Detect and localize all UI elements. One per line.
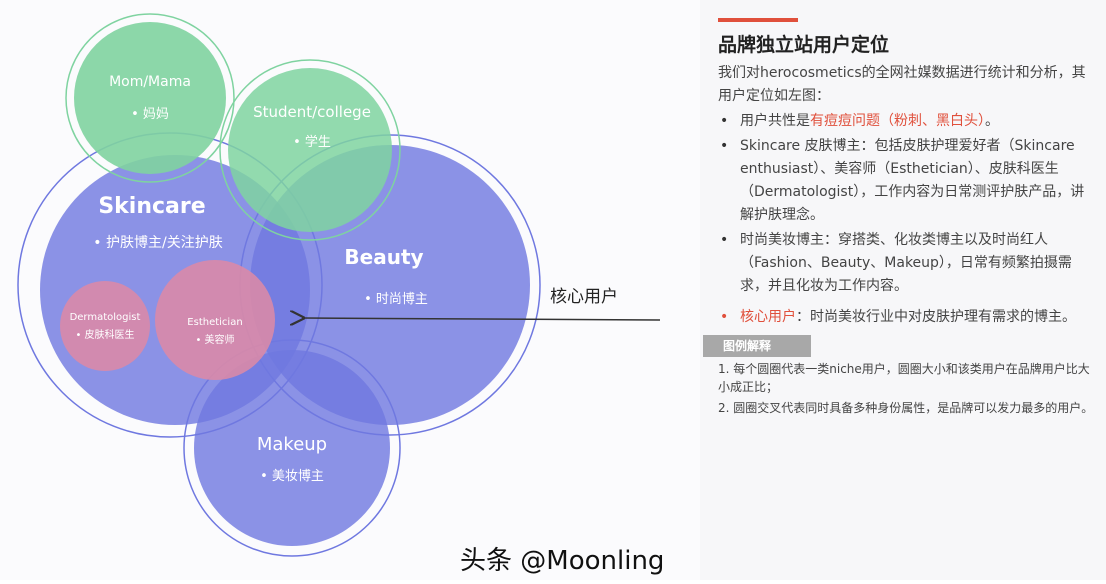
bullet-text: 。	[985, 113, 999, 129]
legend-item-2: 2. 圆圈交叉代表同时具备多种身份属性，是品牌可以发力最多的用户。	[718, 401, 1094, 415]
bullet-fashion: 时尚美妆博主：穿搭类、化妆类博主以及时尚红人（Fashion、Beauty、Ma…	[718, 229, 1096, 298]
esth-circle	[155, 260, 275, 380]
bullet-text: ：时尚美妆行业中对皮肤护理有需求的博主。	[796, 309, 1076, 325]
skincare-title: Skincare	[98, 194, 205, 219]
description-panel: 品牌独立站用户定位 我们对herocosmetics的全网社媒数据进行统计和分析…	[700, 0, 1106, 580]
esth-sub: • 美容师	[195, 333, 234, 346]
venn-svg: Mom/Mama • 妈妈 Student/college • 学生 Skinc…	[17, 13, 661, 557]
derm-title: Dermatologist	[70, 312, 141, 323]
mom-title: Mom/Mama	[109, 74, 191, 90]
beauty-sub: • 时尚博主	[364, 292, 428, 307]
beauty-title: Beauty	[344, 245, 423, 269]
legend-header: 图例解释	[703, 335, 811, 357]
bullet-text: 用户共性是	[740, 113, 810, 129]
esth-title: Esthetician	[187, 317, 242, 328]
core-label: 核心用户	[740, 309, 796, 325]
skincare-sub: • 护肤博主/关注护肤	[93, 234, 222, 251]
derm-circle	[60, 281, 150, 371]
bullet-core: 核心用户：时尚美妆行业中对皮肤护理有需求的博主。	[718, 306, 1096, 329]
mom-circle	[74, 22, 226, 174]
accent-bar	[718, 18, 798, 22]
highlight-text: 有痘痘问题（粉刺、黑白头）	[810, 113, 985, 129]
bullet-common: 用户共性是有痘痘问题（粉刺、黑白头）。	[718, 110, 1096, 133]
student-title: Student/college	[253, 103, 371, 121]
core-user-arrow	[302, 318, 661, 320]
makeup-sub: • 美妆博主	[260, 469, 324, 484]
venn-diagram: Mom/Mama • 妈妈 Student/college • 学生 Skinc…	[17, 13, 661, 557]
student-sub: • 学生	[293, 134, 331, 150]
mom-ring	[65, 13, 235, 183]
legend-item-1: 1. 每个圆圈代表一类niche用户，圆圈大小和该类用户在品牌用户比大小成正比；	[718, 362, 1090, 394]
intro-text: 我们对herocosmetics的全网社媒数据进行统计和分析，其用户定位如左图：	[718, 65, 1086, 104]
student-ring	[219, 59, 401, 241]
mom-sub: • 妈妈	[131, 107, 169, 122]
panel-title: 品牌独立站用户定位	[718, 34, 890, 56]
student-circle	[228, 68, 392, 232]
derm-sub: • 皮肤科医生	[75, 328, 134, 341]
watermark: 头条 @Moonling	[460, 546, 665, 576]
arrow-label: 核心用户	[550, 287, 618, 307]
makeup-title: Makeup	[257, 434, 327, 455]
bullet-skincare: Skincare 皮肤博主：包括皮肤护理爱好者（Skincare enthusi…	[718, 135, 1096, 227]
